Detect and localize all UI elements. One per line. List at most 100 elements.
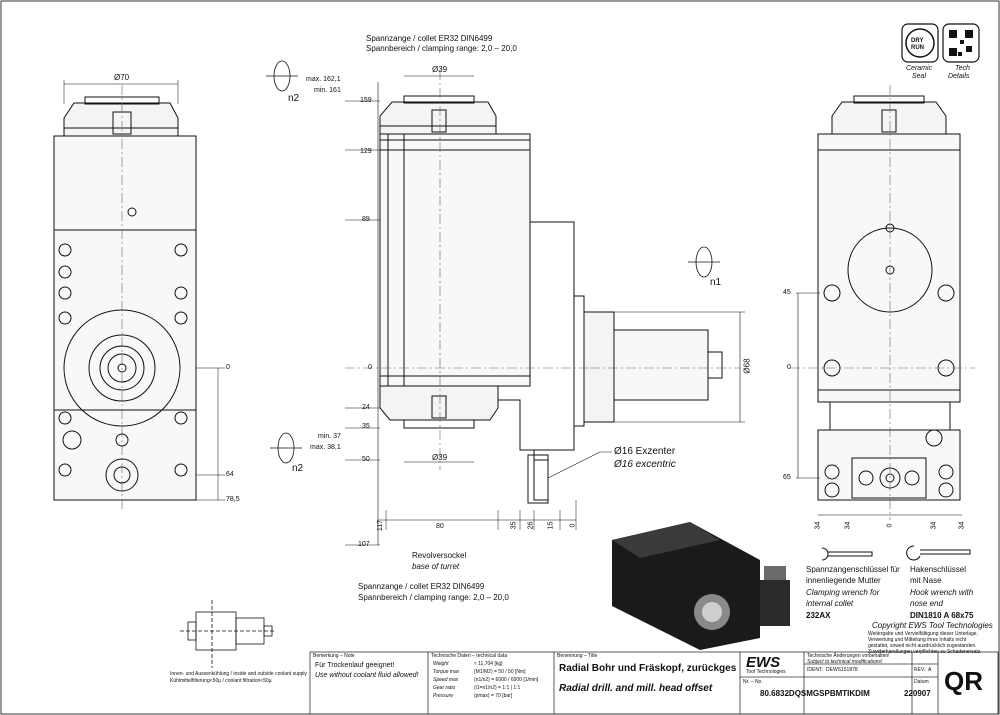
- dim-0-h: 0: [569, 523, 577, 528]
- tb-pressure-label: Pressure: [433, 693, 454, 699]
- tech-details-label-2[interactable]: Details: [948, 73, 970, 80]
- tb-nr-label: Nr. – No.: [743, 679, 763, 685]
- tb-rev-label: REV.:: [914, 667, 927, 673]
- copyright-note-3: gestattet, soweit nicht ausdrücklich zug…: [868, 643, 977, 649]
- dim-80: 80: [436, 523, 444, 530]
- coolant-schematic: [180, 600, 275, 668]
- tb-qr-label[interactable]: QR: [944, 666, 983, 696]
- tb-part-number: 80.6832DQSMGSPBMTIKDIM: [760, 689, 870, 698]
- tb-title-de: Radial Bohr und Fräskopf, zurückges: [559, 663, 737, 674]
- dim-26-h: 26: [527, 521, 535, 530]
- copyright-note-4: Zuwiderhandlungen verpflichten zu Schade…: [868, 649, 982, 655]
- dry-run-label-1: DRY: [911, 38, 924, 44]
- tb-mod-note-de: Technische Änderungen vorbehalten!: [807, 653, 890, 659]
- label-excentric: Ø16 excentric: [614, 459, 676, 470]
- tb-weight-label: Weight: [433, 661, 449, 667]
- tb-rev-value: A: [928, 667, 932, 673]
- product-photo: [612, 522, 790, 650]
- dim-d39-bottom: Ø39: [432, 453, 448, 462]
- rotation-symbol-n2-bottom: [270, 432, 302, 464]
- tb-weight-value: ≈ 11,704 [kg]: [474, 661, 503, 667]
- tb-ratio-value: (i1=n1/n2) = 1:1 | 1:1: [474, 685, 521, 691]
- dim-r34b: 34: [844, 521, 852, 530]
- label-revolversockel: Revolversockel: [412, 551, 467, 560]
- clamping-wrench-icon: [821, 547, 873, 561]
- label-base-of-turret: base of turret: [412, 562, 460, 571]
- dim-right-0: 0: [787, 364, 791, 371]
- tb-ews-logo-text: EWS: [746, 654, 781, 671]
- tb-speed-value: (n1/n2) = 6000 / 6000 [1/min]: [474, 677, 539, 683]
- tech-details-qr-icon: [942, 23, 980, 63]
- copyright-note-2: Verwertung und Mitteilung ihres Inhalts …: [868, 637, 967, 643]
- copyright-note-1: Weitergabe und Vervielfältigung dieser U…: [868, 631, 978, 637]
- label-n1: n1: [710, 277, 722, 288]
- dim-left-78: 78,5: [226, 496, 240, 503]
- dim-right-45: 45: [783, 289, 791, 296]
- hook-wrench-icon: [906, 545, 971, 561]
- copyright-line: Copyright EWS Tool Technologies: [872, 621, 993, 630]
- rotation-symbol-n1: [688, 246, 720, 278]
- dry-run-badge: [901, 23, 939, 63]
- right-view: [790, 85, 975, 520]
- dim-min-37: min. 37: [318, 433, 341, 440]
- rotation-symbol-n2-top: [266, 60, 298, 92]
- dim-117: 117: [377, 519, 385, 532]
- dim-35-h: 35: [510, 521, 518, 530]
- collet-spec-top: Spannzange / collet ER32 DIN6499: [366, 34, 493, 43]
- dim-50: 50: [362, 456, 370, 463]
- wrench2-code: DIN1810 A 68x75: [910, 611, 974, 620]
- dim-d39-top: Ø39: [432, 65, 448, 74]
- wrench1-code: 232AX: [806, 611, 831, 620]
- clamping-range-bottom: Spannbereich / clamping range: 2,0 – 20,…: [358, 593, 509, 602]
- dim-129: 129: [360, 148, 372, 155]
- wrench1-de-1: Spannzangenschlüssel für: [806, 565, 900, 574]
- dry-run-label-2: RUN: [911, 45, 924, 51]
- wrench2-de-2: mit Nase: [910, 576, 942, 585]
- dim-15-h: 15: [547, 521, 555, 530]
- tb-ident-value: DEWS151878: [826, 667, 858, 673]
- ceramic-seal-label-2: Seal: [912, 73, 927, 80]
- dim-left-0: 0: [226, 364, 230, 371]
- dim-right-65: 65: [783, 474, 791, 481]
- tech-details-label-1[interactable]: Tech: [955, 65, 970, 72]
- coolant-note-1: Innen- und Aussenkühlung / inside and ou…: [170, 671, 308, 677]
- clamping-range-top: Spannbereich / clamping range: 2,0 – 20,…: [366, 44, 517, 53]
- wrench1-en-2: internal collet: [806, 599, 854, 608]
- tb-torque-value: (M1/M2) = 50 / 50 [Nm]: [474, 669, 526, 675]
- tb-torque-label: Torque max: [433, 669, 460, 675]
- coolant-note-2: Kühlmittelfilterung<50µ / coolant filtra…: [170, 678, 272, 684]
- tb-remark-label: Bemerkung – Note: [313, 653, 355, 659]
- dim-35: 35: [362, 423, 370, 430]
- left-view: [53, 80, 225, 510]
- ceramic-seal-label-1: Ceramic: [906, 65, 933, 72]
- dim-max-162: max. 162,1: [306, 76, 341, 83]
- tb-ratio-label: Gear ratio: [433, 685, 456, 691]
- dim-r0: 0: [886, 523, 894, 528]
- wrench2-de-1: Hakenschlüssel: [910, 565, 967, 574]
- dim-mid-0: 0: [368, 364, 372, 371]
- dim-159: 159: [360, 97, 372, 104]
- ews-logo: [744, 656, 786, 674]
- label-exzenter: Ø16 Exzenter: [614, 446, 676, 457]
- dim-r34a: 34: [814, 521, 822, 530]
- dim-r34d: 34: [958, 521, 966, 530]
- tb-tech-label: Technische Daten – technical data: [431, 653, 508, 659]
- dim-r34c: 34: [930, 521, 938, 530]
- dim-d70: Ø70: [114, 73, 130, 82]
- dim-107: 107: [358, 541, 370, 548]
- dim-min-161: min. 161: [314, 87, 341, 94]
- wrench1-en-1: Clamping wrench for: [806, 588, 880, 597]
- wrench2-en-2: nose end: [910, 599, 943, 608]
- tb-speed-label: Speed max: [433, 677, 459, 683]
- wrench1-de-2: innenliegende Mutter: [806, 576, 881, 585]
- tb-mod-note-en: Subject to technical modifications!: [807, 659, 883, 665]
- label-n2-bottom: n2: [292, 463, 304, 474]
- dim-max-38: max. 38,1: [310, 444, 341, 451]
- dim-d68: Ø68: [742, 358, 752, 374]
- dim-89: 89: [362, 216, 370, 223]
- title-block-frame: [309, 651, 999, 715]
- wrench2-en-1: Hook wrench with: [910, 588, 974, 597]
- dim-24: 24: [362, 404, 370, 411]
